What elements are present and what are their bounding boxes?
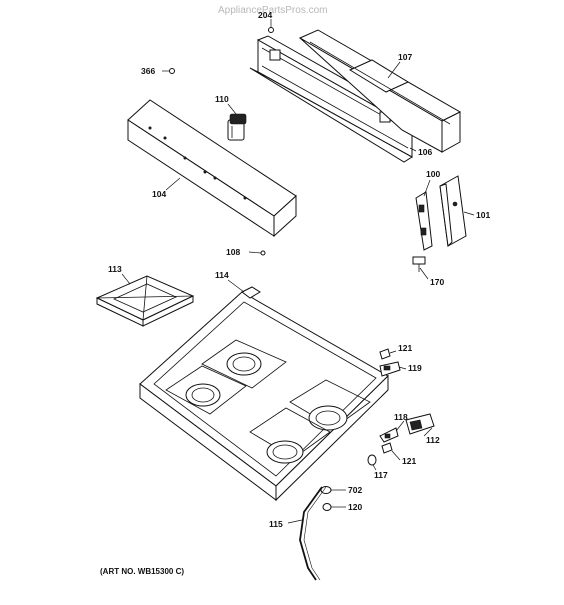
callout-100: 100	[426, 169, 440, 179]
callout-121: 121	[398, 343, 412, 353]
part-104-backguard	[127, 99, 297, 238]
screw-108-icon	[260, 250, 266, 256]
part-107-cover	[298, 29, 462, 153]
callout-101: 101	[476, 210, 490, 220]
watermark: AppliancePartsPros.com	[218, 5, 328, 16]
part-119-clip	[379, 361, 401, 377]
callout-106: 106	[418, 147, 432, 157]
callout-119: 119	[408, 363, 422, 373]
callout-366: 366	[141, 66, 155, 76]
callout-107: 107	[398, 52, 412, 62]
screw-366-icon	[169, 68, 175, 74]
part-100-bracket	[415, 191, 433, 251]
burner-icon	[165, 365, 247, 415]
part-101-bracket	[439, 175, 467, 248]
callout-108: 108	[226, 247, 240, 257]
callout-702: 702	[348, 485, 362, 495]
callout-113: 113	[108, 264, 122, 274]
leader-lines	[121, 19, 475, 524]
callout-115: 115	[269, 519, 283, 529]
callout-170: 170	[430, 277, 444, 287]
screw-121-icon	[379, 348, 391, 360]
callout-121b: 121	[402, 456, 416, 466]
callout-204: 204	[258, 10, 272, 20]
callout-114: 114	[215, 270, 229, 280]
part-115-rod	[299, 486, 327, 581]
part-118-clip	[379, 427, 399, 443]
part-113-grate	[95, 275, 195, 327]
part-112-igniter	[405, 413, 435, 435]
callout-117: 117	[374, 470, 388, 480]
art-number: (ART NO. WB15300 C)	[100, 567, 184, 576]
callout-118: 118	[394, 412, 408, 422]
callout-112: 112	[426, 435, 440, 445]
screw-121b-icon	[381, 442, 393, 454]
screw-170-icon	[412, 256, 426, 272]
part-114-cooktop	[139, 286, 389, 502]
burner-icon	[201, 339, 287, 389]
burner-icon	[289, 379, 371, 431]
callout-104: 104	[152, 189, 166, 199]
burner-icon	[249, 407, 331, 464]
knob-icon	[227, 113, 247, 141]
nut-117-icon	[367, 454, 377, 466]
callout-110: 110	[215, 94, 229, 104]
screw-204-icon	[268, 27, 274, 33]
callout-120: 120	[348, 502, 362, 512]
part-120-clip	[322, 503, 332, 511]
